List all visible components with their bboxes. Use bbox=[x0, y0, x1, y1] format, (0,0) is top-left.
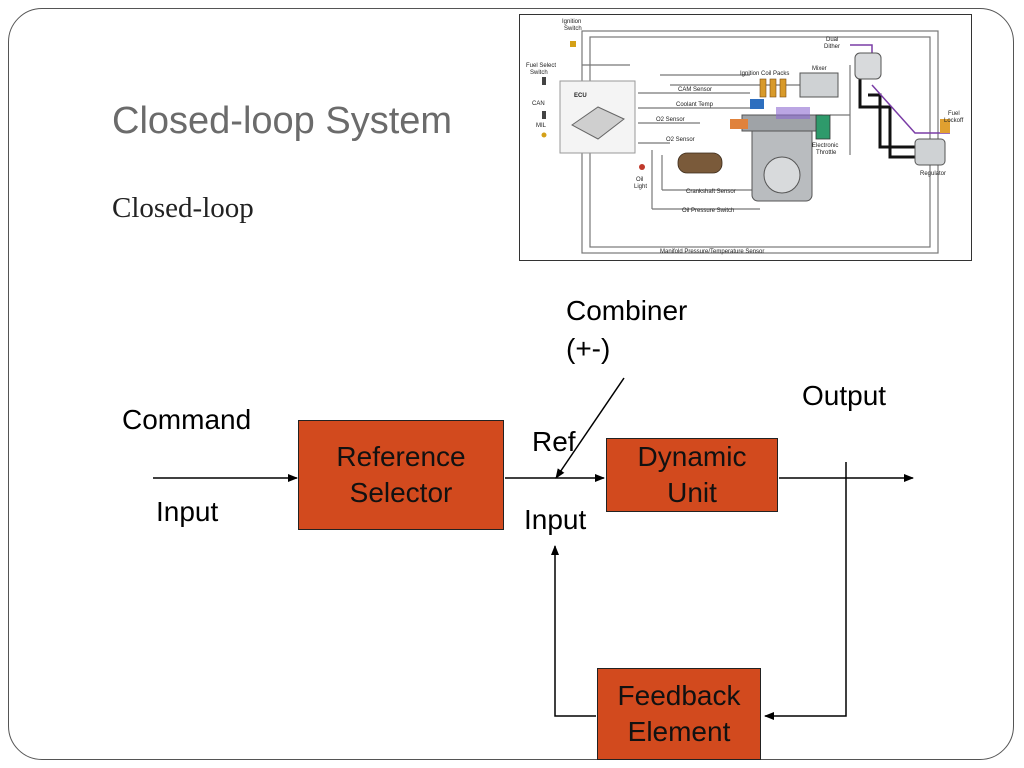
dynamic-unit-box: Dynamic Unit bbox=[606, 438, 778, 512]
input-mid-label: Input bbox=[524, 504, 587, 535]
ignition-coil-label: Ignition Coil Packs bbox=[740, 71, 789, 77]
command-label: Command bbox=[122, 404, 252, 435]
svg-text:Throttle: Throttle bbox=[816, 150, 837, 156]
dual-dither-label: Dual bbox=[826, 37, 838, 43]
ref-label: Ref bbox=[532, 426, 576, 457]
mixer-label: Mixer bbox=[812, 66, 827, 72]
feedback-element-label: Feedback Element bbox=[617, 679, 741, 747]
can-label: CAN bbox=[532, 101, 545, 107]
ignition-switch-label: Ignition bbox=[562, 19, 581, 25]
slide-frame bbox=[8, 8, 1014, 760]
svg-text:Dither: Dither bbox=[824, 44, 840, 50]
output-feedback-path bbox=[764, 462, 847, 720]
ecu-label: ECU bbox=[574, 93, 587, 99]
cam-sensor-label: CAM Sensor bbox=[678, 87, 712, 93]
oil-pressure-label: Oil Pressure Switch bbox=[682, 208, 734, 214]
o2-sensor-2-label: O2 Sensor bbox=[666, 137, 695, 143]
combiner-pointer bbox=[555, 377, 625, 479]
mil-label: MIL bbox=[536, 123, 547, 129]
slide-title: Closed-loop System bbox=[112, 100, 453, 142]
o2-sensor-1-label: O2 Sensor bbox=[656, 117, 685, 123]
oil-light-label: Oil bbox=[636, 177, 643, 183]
feedback-return-path bbox=[551, 545, 596, 717]
reference-selector-box: Reference Selector bbox=[298, 420, 504, 530]
crankshaft-sensor-label: Crankshaft Sensor bbox=[686, 189, 736, 195]
reference-selector-label: Reference Selector bbox=[336, 440, 466, 508]
electronic-throttle-label: Electronic bbox=[812, 143, 838, 149]
output-label: Output bbox=[802, 380, 887, 411]
slide-subtitle: Closed-loop bbox=[112, 192, 254, 224]
input-left-label: Input bbox=[156, 496, 219, 527]
svg-text:Switch: Switch bbox=[530, 70, 548, 76]
svg-text:Light: Light bbox=[634, 184, 647, 190]
fuel-lockoff-label: Fuel bbox=[948, 111, 960, 117]
dynamic-unit-label: Dynamic Unit bbox=[637, 440, 747, 508]
combiner-label: Combiner (+-) bbox=[566, 295, 688, 364]
manifold-label: Manifold Pressure/Temperature Sensor bbox=[660, 249, 764, 255]
engine-schematic: Ignition Switch Fuel Select Switch CAN M… bbox=[526, 19, 964, 255]
regulator-label: Regulator bbox=[920, 171, 946, 177]
feedback-element-box: Feedback Element bbox=[597, 668, 761, 760]
engine-control-diagram: Ignition Switch Fuel Select Switch CAN M… bbox=[519, 14, 972, 261]
svg-text:Lockoff: Lockoff bbox=[944, 118, 964, 124]
coolant-temp-label: Coolant Temp bbox=[676, 102, 714, 108]
svg-text:Switch: Switch bbox=[564, 26, 582, 32]
fuel-select-label: Fuel Select bbox=[526, 63, 556, 69]
